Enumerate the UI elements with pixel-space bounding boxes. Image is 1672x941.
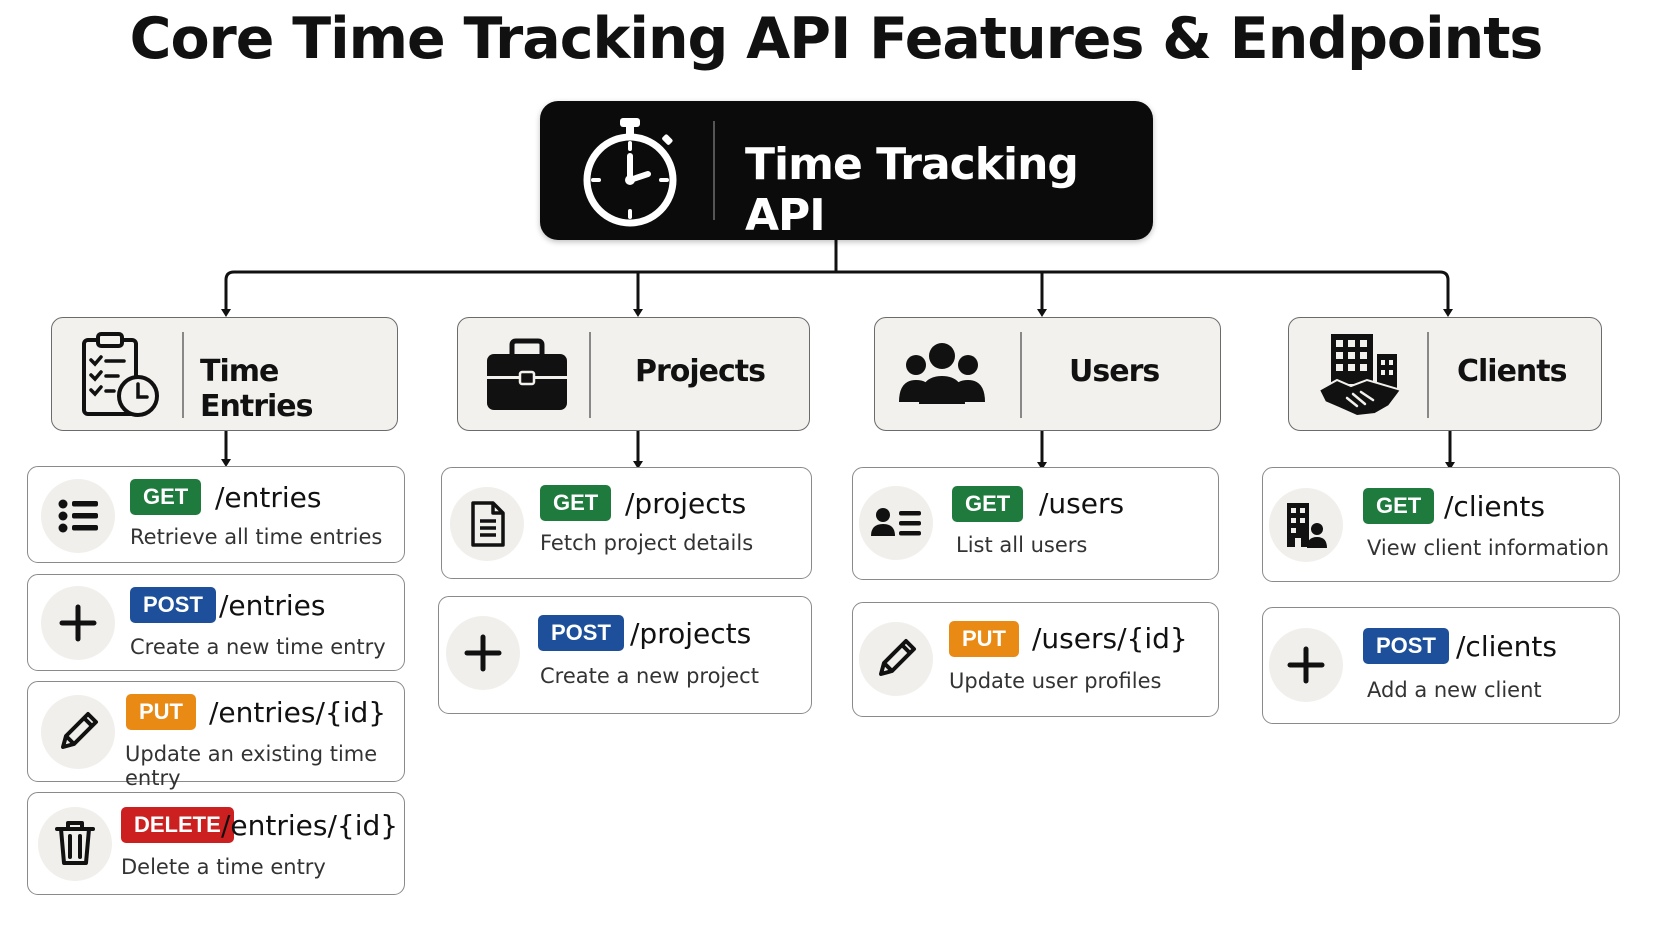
endpoint-path: /projects [625,487,747,520]
endpoint-path: /entries/{id} [221,809,399,842]
endpoint-card-get-projects[interactable]: GET /projects Fetch project details [441,467,812,579]
root-label: Time Tracking API [745,139,1079,241]
method-badge-get: GET [1363,488,1435,524]
method-badge-post: POST [130,587,216,623]
method-badge-put: PUT [126,694,196,730]
endpoint-card-get-clients[interactable]: GET /clients View client information [1262,467,1620,582]
endpoint-description: Update user profiles [949,669,1162,693]
method-badge-get: GET [540,485,612,521]
endpoint-path: /entries [219,589,326,622]
endpoint-path: /users/{id} [1032,622,1188,655]
endpoint-description: List all users [956,533,1088,557]
endpoint-card-get-entries[interactable]: GET /entries Retrieve all time entries [27,466,405,563]
endpoint-path: /projects [630,617,752,650]
category-users: Users [874,317,1221,431]
plus-icon [1269,628,1343,702]
method-badge-post: POST [538,615,624,651]
endpoint-card-delete-entries[interactable]: DELETE /entries/{id} Delete a time entry [27,792,405,895]
clipboard-clock-icon [82,332,159,417]
endpoint-path: /entries [215,481,322,514]
category-clients: Clients [1288,317,1602,431]
endpoint-description: Add a new client [1367,678,1542,702]
endpoint-description: Create a new project [540,664,759,688]
category-divider [182,332,184,418]
root-divider [713,121,715,220]
pencil-icon [859,622,933,696]
document-icon [450,487,524,561]
category-projects: Projects [457,317,810,431]
endpoint-card-post-entries[interactable]: POST /entries Create a new time entry [27,574,405,671]
endpoint-card-post-projects[interactable]: POST /projects Create a new project [438,596,812,714]
endpoint-card-put-users[interactable]: PUT /users/{id} Update user profiles [852,602,1219,717]
plus-icon [446,616,520,690]
user-list-icon [859,486,933,560]
building-handshake-icon [1317,334,1403,418]
endpoint-description: View client information [1367,536,1610,560]
root-node: Time Tracking API [540,101,1153,241]
category-label: Projects [635,354,766,389]
method-badge-get: GET [130,479,202,515]
category-time-entries: Time Entries [51,317,398,431]
list-icon [41,479,115,553]
method-badge-get: GET [952,486,1024,522]
endpoint-description: Update an existing time entry [125,742,378,790]
endpoint-path: /users [1039,487,1125,520]
endpoint-description: Create a new time entry [130,635,386,659]
users-group-icon [899,343,985,404]
endpoint-path: /clients [1456,630,1557,663]
endpoint-description: Retrieve all time entries [130,525,383,549]
trash-icon [38,807,112,881]
page-title: Core Time Tracking API Features & Endpoi… [129,6,1544,72]
pencil-icon [41,695,115,769]
endpoint-card-put-entries[interactable]: PUT /entries/{id} Update an existing tim… [27,681,405,790]
category-divider [1427,332,1429,418]
category-label: Time Entries [200,354,313,424]
endpoint-description: Delete a time entry [121,855,326,879]
endpoint-card-post-clients[interactable]: POST /clients Add a new client [1262,607,1620,724]
endpoint-path: /clients [1444,490,1545,523]
method-badge-put: PUT [949,621,1019,657]
endpoint-path: /entries/{id} [209,696,387,729]
endpoint-card-get-users[interactable]: GET /users List all users [852,467,1219,580]
method-badge-delete: DELETE [121,807,234,843]
category-label: Users [1069,354,1160,389]
category-divider [1020,332,1022,418]
endpoint-description: Fetch project details [540,531,754,555]
method-badge-post: POST [1363,628,1449,664]
category-label: Clients [1457,354,1567,389]
stopwatch-icon [583,118,677,227]
briefcase-icon [487,338,567,410]
building-user-icon [1269,488,1343,562]
plus-icon [41,586,115,660]
category-divider [589,332,591,418]
